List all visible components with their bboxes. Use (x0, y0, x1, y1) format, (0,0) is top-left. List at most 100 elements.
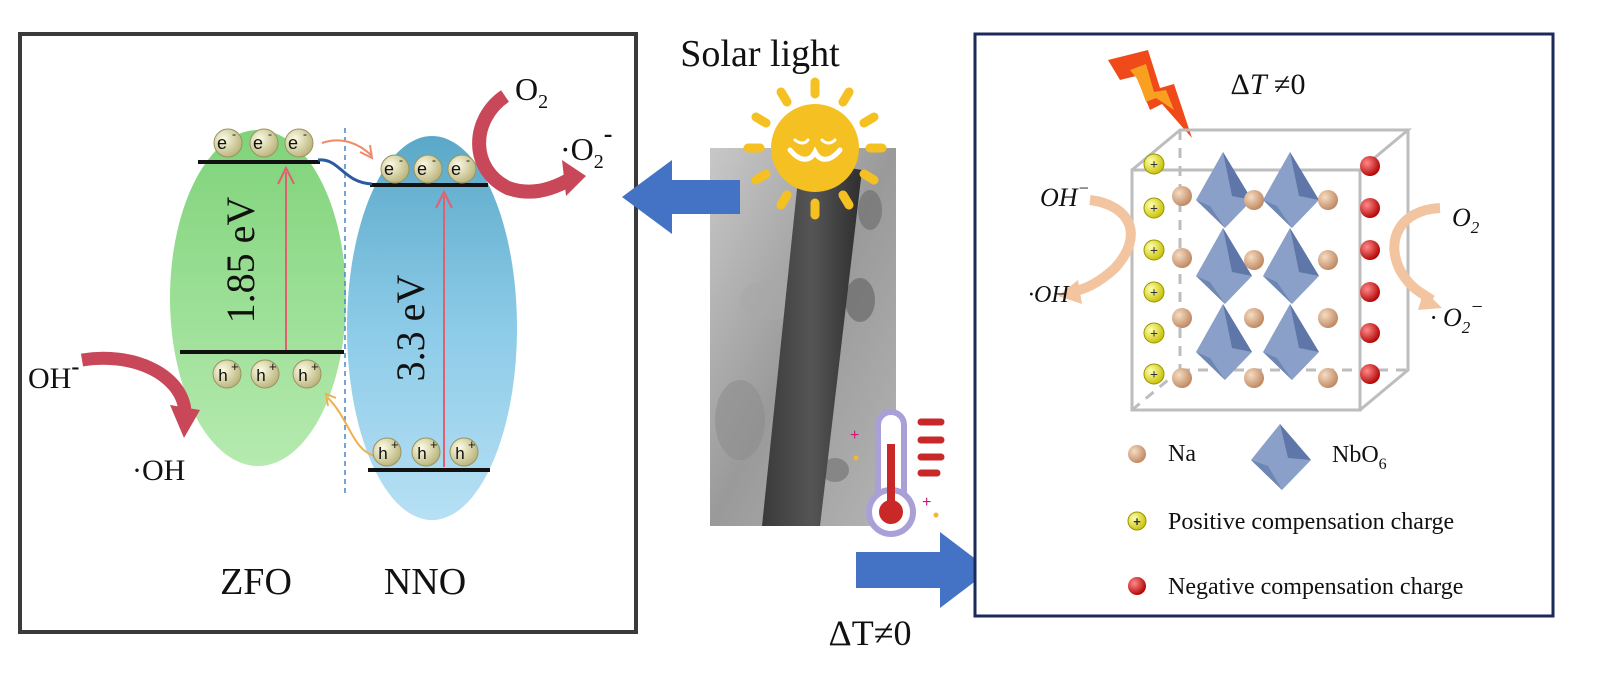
na-atom (1318, 368, 1338, 388)
svg-text:+: + (1150, 368, 1158, 383)
hole-particle: h + (292, 359, 322, 389)
nbo6-octahedron (1263, 228, 1319, 304)
svg-text:+: + (850, 427, 859, 444)
nno-electrons: e - e - e - (380, 153, 477, 184)
negative-charge (1360, 198, 1380, 218)
na-atom (1244, 308, 1264, 328)
oxygen-arrow (1389, 203, 1441, 305)
svg-text:e: e (451, 159, 461, 179)
svg-text:h: h (218, 366, 227, 385)
electron-particle: e - (413, 153, 443, 184)
arrow-left-icon (622, 160, 740, 234)
svg-text:e: e (417, 159, 427, 179)
hole-particle: h + (449, 437, 479, 467)
negative-charge (1360, 364, 1380, 384)
nno-bandgap-label: 3.3 eV (388, 275, 433, 382)
legend-na-swatch (1128, 445, 1146, 463)
legend-negative-swatch (1128, 577, 1146, 595)
nno-holes: h + h + h + (372, 437, 479, 467)
na-atom (1318, 250, 1338, 270)
electron-particle: e - (447, 153, 477, 184)
na-atom (1318, 308, 1338, 328)
nbo6-octahedron (1196, 304, 1252, 380)
legend-positive-label: Positive compensation charge (1168, 509, 1454, 535)
hydroxide-arrow (1069, 195, 1136, 297)
tem-image (710, 148, 896, 526)
legend-nbo6-label: NbO6 (1332, 442, 1387, 473)
svg-text:+: + (1150, 286, 1158, 301)
nanorod (762, 160, 862, 526)
zfo-electrons: e - e - e - (213, 127, 314, 158)
thermometer-icon: + + (850, 409, 945, 537)
svg-text:h: h (455, 444, 464, 463)
negative-charges (1360, 156, 1380, 384)
svg-text:e: e (288, 133, 298, 153)
delta-t-heading: ΔT ≠0 (1231, 68, 1306, 101)
na-atom (1244, 368, 1264, 388)
svg-text:e: e (384, 159, 394, 179)
hole-particle: h + (372, 437, 402, 467)
svg-text:+: + (1150, 244, 1158, 259)
svg-text:+: + (430, 437, 438, 452)
svg-text:e: e (217, 133, 227, 153)
positive-charge: + (1143, 197, 1165, 219)
na-atom (1172, 186, 1192, 206)
na-atom (1172, 248, 1192, 268)
hole-particle: h + (212, 359, 242, 389)
electron-particle: e - (380, 153, 410, 184)
superoxide-label: ·O2- (560, 119, 612, 173)
svg-text:h: h (256, 366, 265, 385)
negative-charge (1360, 156, 1380, 176)
electron-transfer-arrow (321, 139, 373, 157)
legend-negative-label: Negative compensation charge (1168, 574, 1463, 600)
hole-particle: h + (250, 359, 280, 389)
svg-text:+: + (269, 359, 277, 374)
nno-label: NNO (384, 561, 466, 603)
hydroxyl-radical-label: ·OH (132, 454, 185, 487)
positive-charge: + (1143, 363, 1165, 385)
legend-nbo6-swatch (1251, 424, 1311, 490)
electron-particle: e - (284, 127, 314, 158)
svg-text:-: - (399, 153, 403, 167)
positive-charge: + (1143, 239, 1165, 261)
electron-particle: e - (213, 127, 243, 158)
svg-text:-: - (232, 127, 236, 141)
svg-text:-: - (432, 153, 436, 167)
band-connector (317, 158, 373, 186)
o2-label-right: O2 (1452, 203, 1480, 237)
positive-charge: + (1143, 153, 1165, 175)
zfo-label: ZFO (220, 561, 292, 603)
svg-text:+: + (231, 359, 239, 374)
o2-reduction-arrow (472, 90, 576, 199)
nbo6-octahedron (1196, 152, 1252, 228)
na-atom (1244, 190, 1264, 210)
legend-na-label: Na (1168, 441, 1196, 467)
hole-particle: h + (411, 437, 441, 467)
negative-charge (1360, 323, 1380, 343)
zfo-holes: h + h + h + (212, 359, 322, 389)
svg-text:-: - (268, 127, 272, 141)
negative-charge (1360, 282, 1380, 302)
svg-text:+: + (922, 494, 931, 511)
negative-charge (1360, 240, 1380, 260)
svg-text:-: - (303, 127, 307, 141)
left-panel: 1.85 eV 3.3 eV e - e - e - (18, 32, 638, 634)
arrow-right-icon (856, 532, 990, 608)
svg-text:e: e (253, 133, 263, 153)
zfo-bandgap-label: 1.85 eV (218, 197, 263, 324)
nbo6-octahedron (1263, 304, 1319, 380)
hydroxide-label: OH- (28, 354, 79, 395)
legend: Na NbO6 + Positive compensation charge N… (1127, 424, 1463, 600)
na-atom (1244, 250, 1264, 270)
superoxide-label-right: · O2− (1430, 296, 1484, 337)
center-section: Solar light (622, 33, 990, 653)
positive-charge: + (1143, 322, 1165, 344)
svg-text:+: + (311, 359, 319, 374)
svg-text:+: + (468, 437, 476, 452)
solar-light-label: Solar light (680, 33, 840, 75)
legend-positive-swatch: + (1127, 511, 1147, 531)
na-atom (1172, 368, 1192, 388)
svg-text:h: h (298, 366, 307, 385)
hydroxide-oxidation-arrow (80, 351, 192, 412)
svg-text:+: + (1133, 514, 1141, 529)
